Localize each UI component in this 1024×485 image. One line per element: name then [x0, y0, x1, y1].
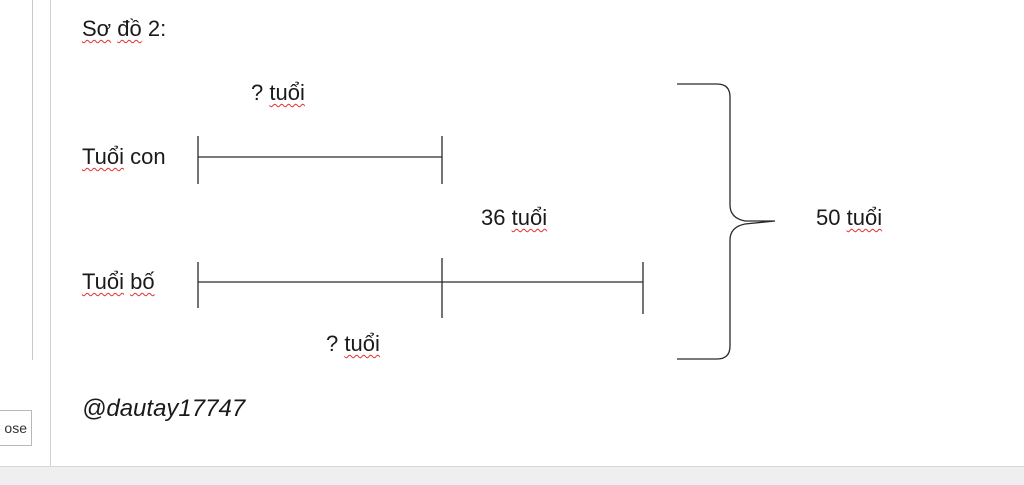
difference-unit: tuổi	[511, 205, 548, 230]
difference-number: 36	[481, 205, 506, 230]
unit-text: tuổi	[269, 80, 305, 105]
child-segment	[197, 136, 443, 184]
age-difference-label: 36 tuổi	[481, 205, 547, 231]
title-word-2: đồ	[117, 16, 142, 41]
unit-text: tuổi	[344, 331, 380, 356]
bottom-bar	[0, 466, 1024, 485]
watermark-text: @dautay17747	[82, 395, 246, 422]
title-rest: 2:	[141, 16, 167, 41]
father-label-word-1: Tuổi	[82, 269, 124, 294]
title-word-1: Sơ	[82, 16, 112, 41]
question-mark: ?	[326, 331, 339, 356]
child-label-word-2: con	[123, 144, 166, 169]
father-age-unknown-label: ? tuổi	[326, 331, 380, 357]
child-age-label: Tuổi con	[82, 144, 166, 170]
question-mark: ?	[251, 80, 264, 105]
total-age-label: 50 tuổi	[816, 205, 882, 231]
close-button-label: ose	[4, 420, 27, 436]
total-number: 50	[816, 205, 841, 230]
father-segment	[197, 258, 644, 318]
child-age-unknown-label: ? tuổi	[251, 80, 305, 106]
diagram-title: Sơ đồ 2:	[82, 16, 166, 42]
total-brace	[677, 83, 776, 360]
side-panel	[0, 0, 33, 360]
father-label-word-2: bố	[130, 269, 155, 294]
close-button[interactable]: ose	[0, 410, 32, 446]
total-unit: tuổi	[846, 205, 883, 230]
father-age-label: Tuổi bố	[82, 269, 155, 295]
panel-divider	[50, 0, 51, 466]
child-label-word-1: Tuổi	[82, 144, 124, 169]
